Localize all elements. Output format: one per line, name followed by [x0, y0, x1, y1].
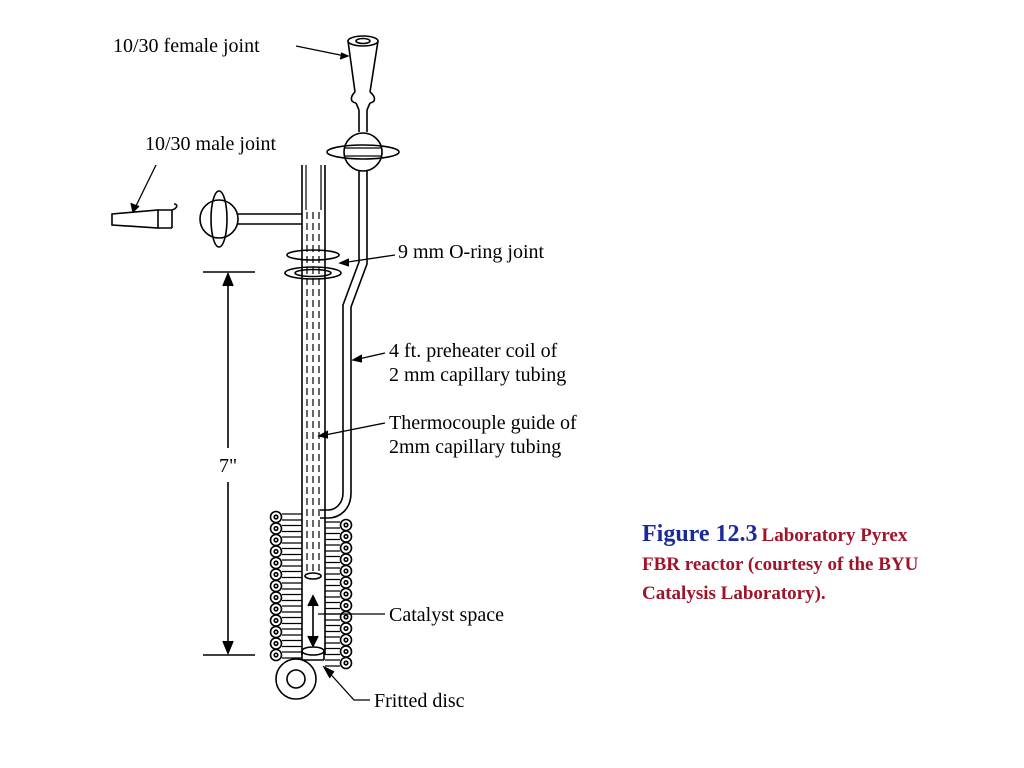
leader-lines: [130, 45, 396, 701]
coil-loop: [339, 599, 353, 612]
coil-loop: [339, 633, 353, 647]
label-height: 7": [219, 455, 238, 477]
coil-loop: [269, 510, 283, 524]
preheater-stopcock: [326, 132, 400, 172]
label-fritted-disc: Fritted disc: [374, 690, 465, 712]
label-catalyst-space: Catalyst space: [389, 604, 504, 626]
preheater-line: [320, 171, 368, 519]
caption-text-line1: Laboratory Pyrex: [761, 525, 908, 546]
coil-loop: [339, 645, 353, 658]
figure-caption: Figure 12.3 Laboratory Pyrex FBR reactor…: [642, 520, 1002, 609]
coil-loop: [339, 564, 353, 578]
coil-loop: [269, 545, 283, 558]
label-preheater-line1: 4 ft. preheater coil of: [389, 340, 558, 362]
coil-loop: [339, 656, 353, 670]
label-female-joint: 10/30 female joint: [113, 35, 260, 57]
catalyst-arrows: [307, 594, 319, 648]
coil-loop: [339, 541, 353, 555]
coil-left: [269, 510, 302, 662]
coil-loop: [269, 556, 283, 570]
coil-right: [325, 518, 353, 670]
male-joint-drawing: [111, 190, 302, 248]
coil-loop: [269, 614, 283, 627]
figure-number: Figure 12.3: [642, 521, 758, 547]
caption-text-line2: FBR reactor (courtesy of the BYU: [642, 554, 919, 575]
label-male-joint: 10/30 male joint: [145, 133, 277, 155]
label-thermo-line2: 2mm capillary tubing: [389, 436, 562, 458]
label-thermo-line1: Thermocouple guide of: [389, 412, 577, 434]
coil-loop: [269, 591, 283, 604]
coil-loop: [269, 625, 283, 639]
coil-loop: [269, 637, 283, 650]
bottom-bulb: [275, 658, 317, 700]
label-preheater-line2: 2 mm capillary tubing: [389, 364, 567, 386]
coil-loop: [339, 610, 353, 624]
label-oring-joint: 9 mm O-ring joint: [398, 241, 545, 263]
coil-loop: [339, 530, 353, 543]
female-joint-drawing: [347, 35, 379, 132]
coil-loop: [339, 587, 353, 601]
coil-loop: [269, 602, 283, 616]
coil-loop: [269, 522, 283, 535]
height-dimension: [203, 271, 255, 656]
coil-loop: [269, 533, 283, 547]
caption-text-line3: Catalysis Laboratory).: [642, 583, 826, 604]
coil-loop: [269, 568, 283, 581]
coil-loop: [339, 553, 353, 566]
coil-loop: [269, 579, 283, 593]
coil-loop: [339, 622, 353, 635]
coil-loop: [339, 518, 353, 532]
coil-loop: [269, 648, 283, 662]
coil-loop: [339, 576, 353, 589]
